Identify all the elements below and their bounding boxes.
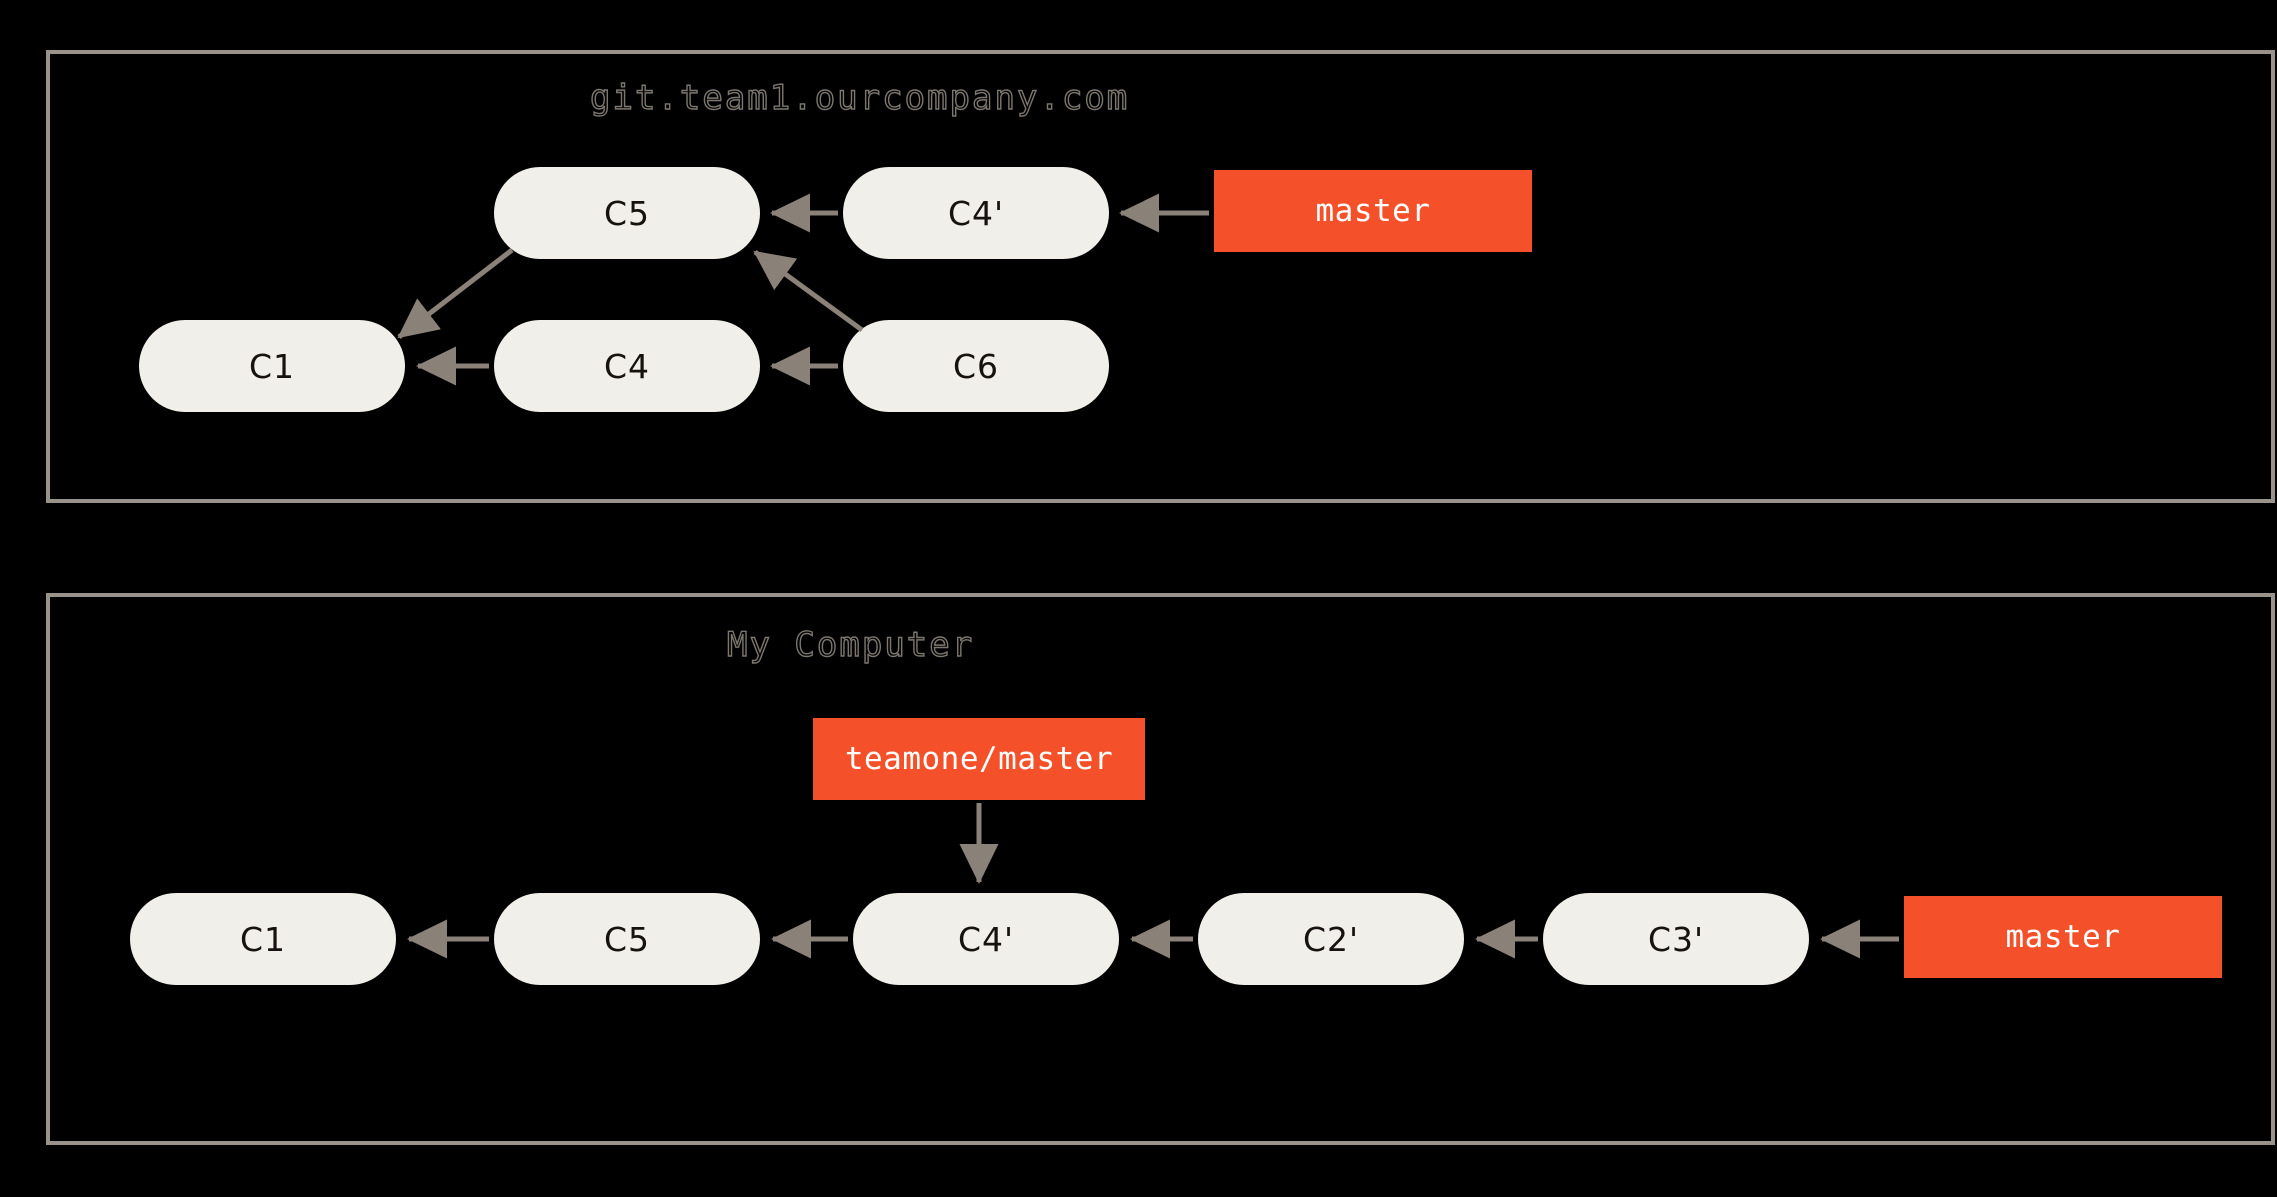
commit-node-local-c2-prime[interactable]: C2' xyxy=(1198,893,1464,985)
panel-remote-title: git.team1.ourcompany.com xyxy=(589,77,1130,118)
branch-tag-master-local[interactable]: master xyxy=(1904,896,2222,978)
commit-node-local-c1[interactable]: C1 xyxy=(130,893,396,985)
commit-node-local-c5[interactable]: C5 xyxy=(494,893,760,985)
commit-node-c4-prime[interactable]: C4' xyxy=(843,167,1109,259)
commit-node-local-c4-prime[interactable]: C4' xyxy=(853,893,1119,985)
panel-remote-repository xyxy=(46,50,2275,503)
panel-local-repository xyxy=(46,593,2275,1145)
commit-node-c1[interactable]: C1 xyxy=(139,320,405,412)
commit-node-c4[interactable]: C4 xyxy=(494,320,760,412)
commit-node-local-c3-prime[interactable]: C3' xyxy=(1543,893,1809,985)
branch-tag-master-remote[interactable]: master xyxy=(1214,170,1532,252)
commit-node-c6[interactable]: C6 xyxy=(843,320,1109,412)
branch-tag-teamone-master[interactable]: teamone/master xyxy=(813,718,1145,800)
panel-local-title: My Computer xyxy=(726,624,975,665)
commit-node-c5[interactable]: C5 xyxy=(494,167,760,259)
